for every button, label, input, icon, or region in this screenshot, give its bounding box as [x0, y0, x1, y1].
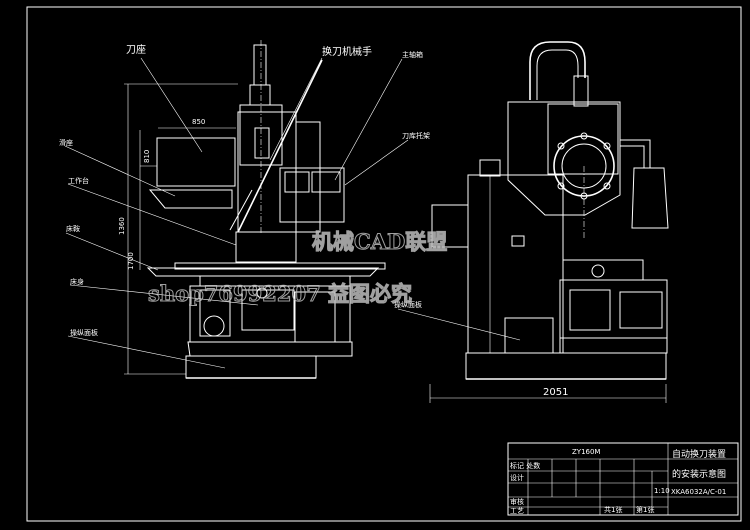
- title-row-2: 审核: [510, 497, 524, 506]
- label-tool-magazine-base: 刀库托架: [402, 131, 430, 140]
- drawing-frame: [26, 6, 742, 522]
- dim-1700: 1700: [127, 252, 135, 270]
- right-view: 2051 操纵面板: [394, 41, 669, 403]
- title-scale: 1:10: [654, 487, 670, 495]
- title-drawing-name-2: 的安装示意图: [672, 468, 726, 480]
- label-workbench: 工作台: [68, 176, 89, 185]
- label-control-box: 操纵面板: [394, 300, 422, 309]
- title-row-1: 设计: [510, 473, 524, 482]
- title-drawing-name-1: 自动换刀装置: [672, 448, 726, 460]
- label-spindle-box: 主轴箱: [402, 50, 423, 59]
- label-ram: 床鞍: [66, 224, 80, 233]
- title-drawing-no: XKA6032A/C-01: [671, 488, 726, 496]
- watermark-line2: shop76992207 益图必究: [148, 281, 412, 306]
- label-base: 操纵面板: [70, 328, 98, 337]
- watermark-line1: 机械CAD联盟: [312, 229, 447, 254]
- watermark: 机械CAD联盟 shop76992207 益图必究: [148, 229, 448, 307]
- label-tool-changer-arm: 换刀机械手: [322, 45, 372, 58]
- title-block: ZY160M 自动换刀装置 的安装示意图 XKA6032A/C-01 1:10 …: [507, 442, 739, 516]
- title-row-3: 工艺: [510, 507, 524, 515]
- left-view: 1700 1360 850 810 刀座 换刀机械手 主轴箱 刀库托架 滑座 工…: [59, 40, 430, 379]
- title-project: ZY160M: [572, 448, 600, 456]
- title-sheets-total: 共1张: [604, 505, 622, 514]
- title-row-0: 标记 处数: [510, 461, 540, 470]
- dim-2051: 2051: [543, 387, 568, 398]
- label-tool-seat: 刀座: [126, 43, 146, 56]
- title-sheet: 第1张: [636, 505, 654, 514]
- dim-850: 850: [192, 118, 205, 126]
- label-slide-seat-left: 滑座: [59, 138, 73, 147]
- dim-1360: 1360: [118, 217, 126, 235]
- label-bed: 床身: [70, 277, 84, 286]
- dim-810: 810: [143, 150, 151, 163]
